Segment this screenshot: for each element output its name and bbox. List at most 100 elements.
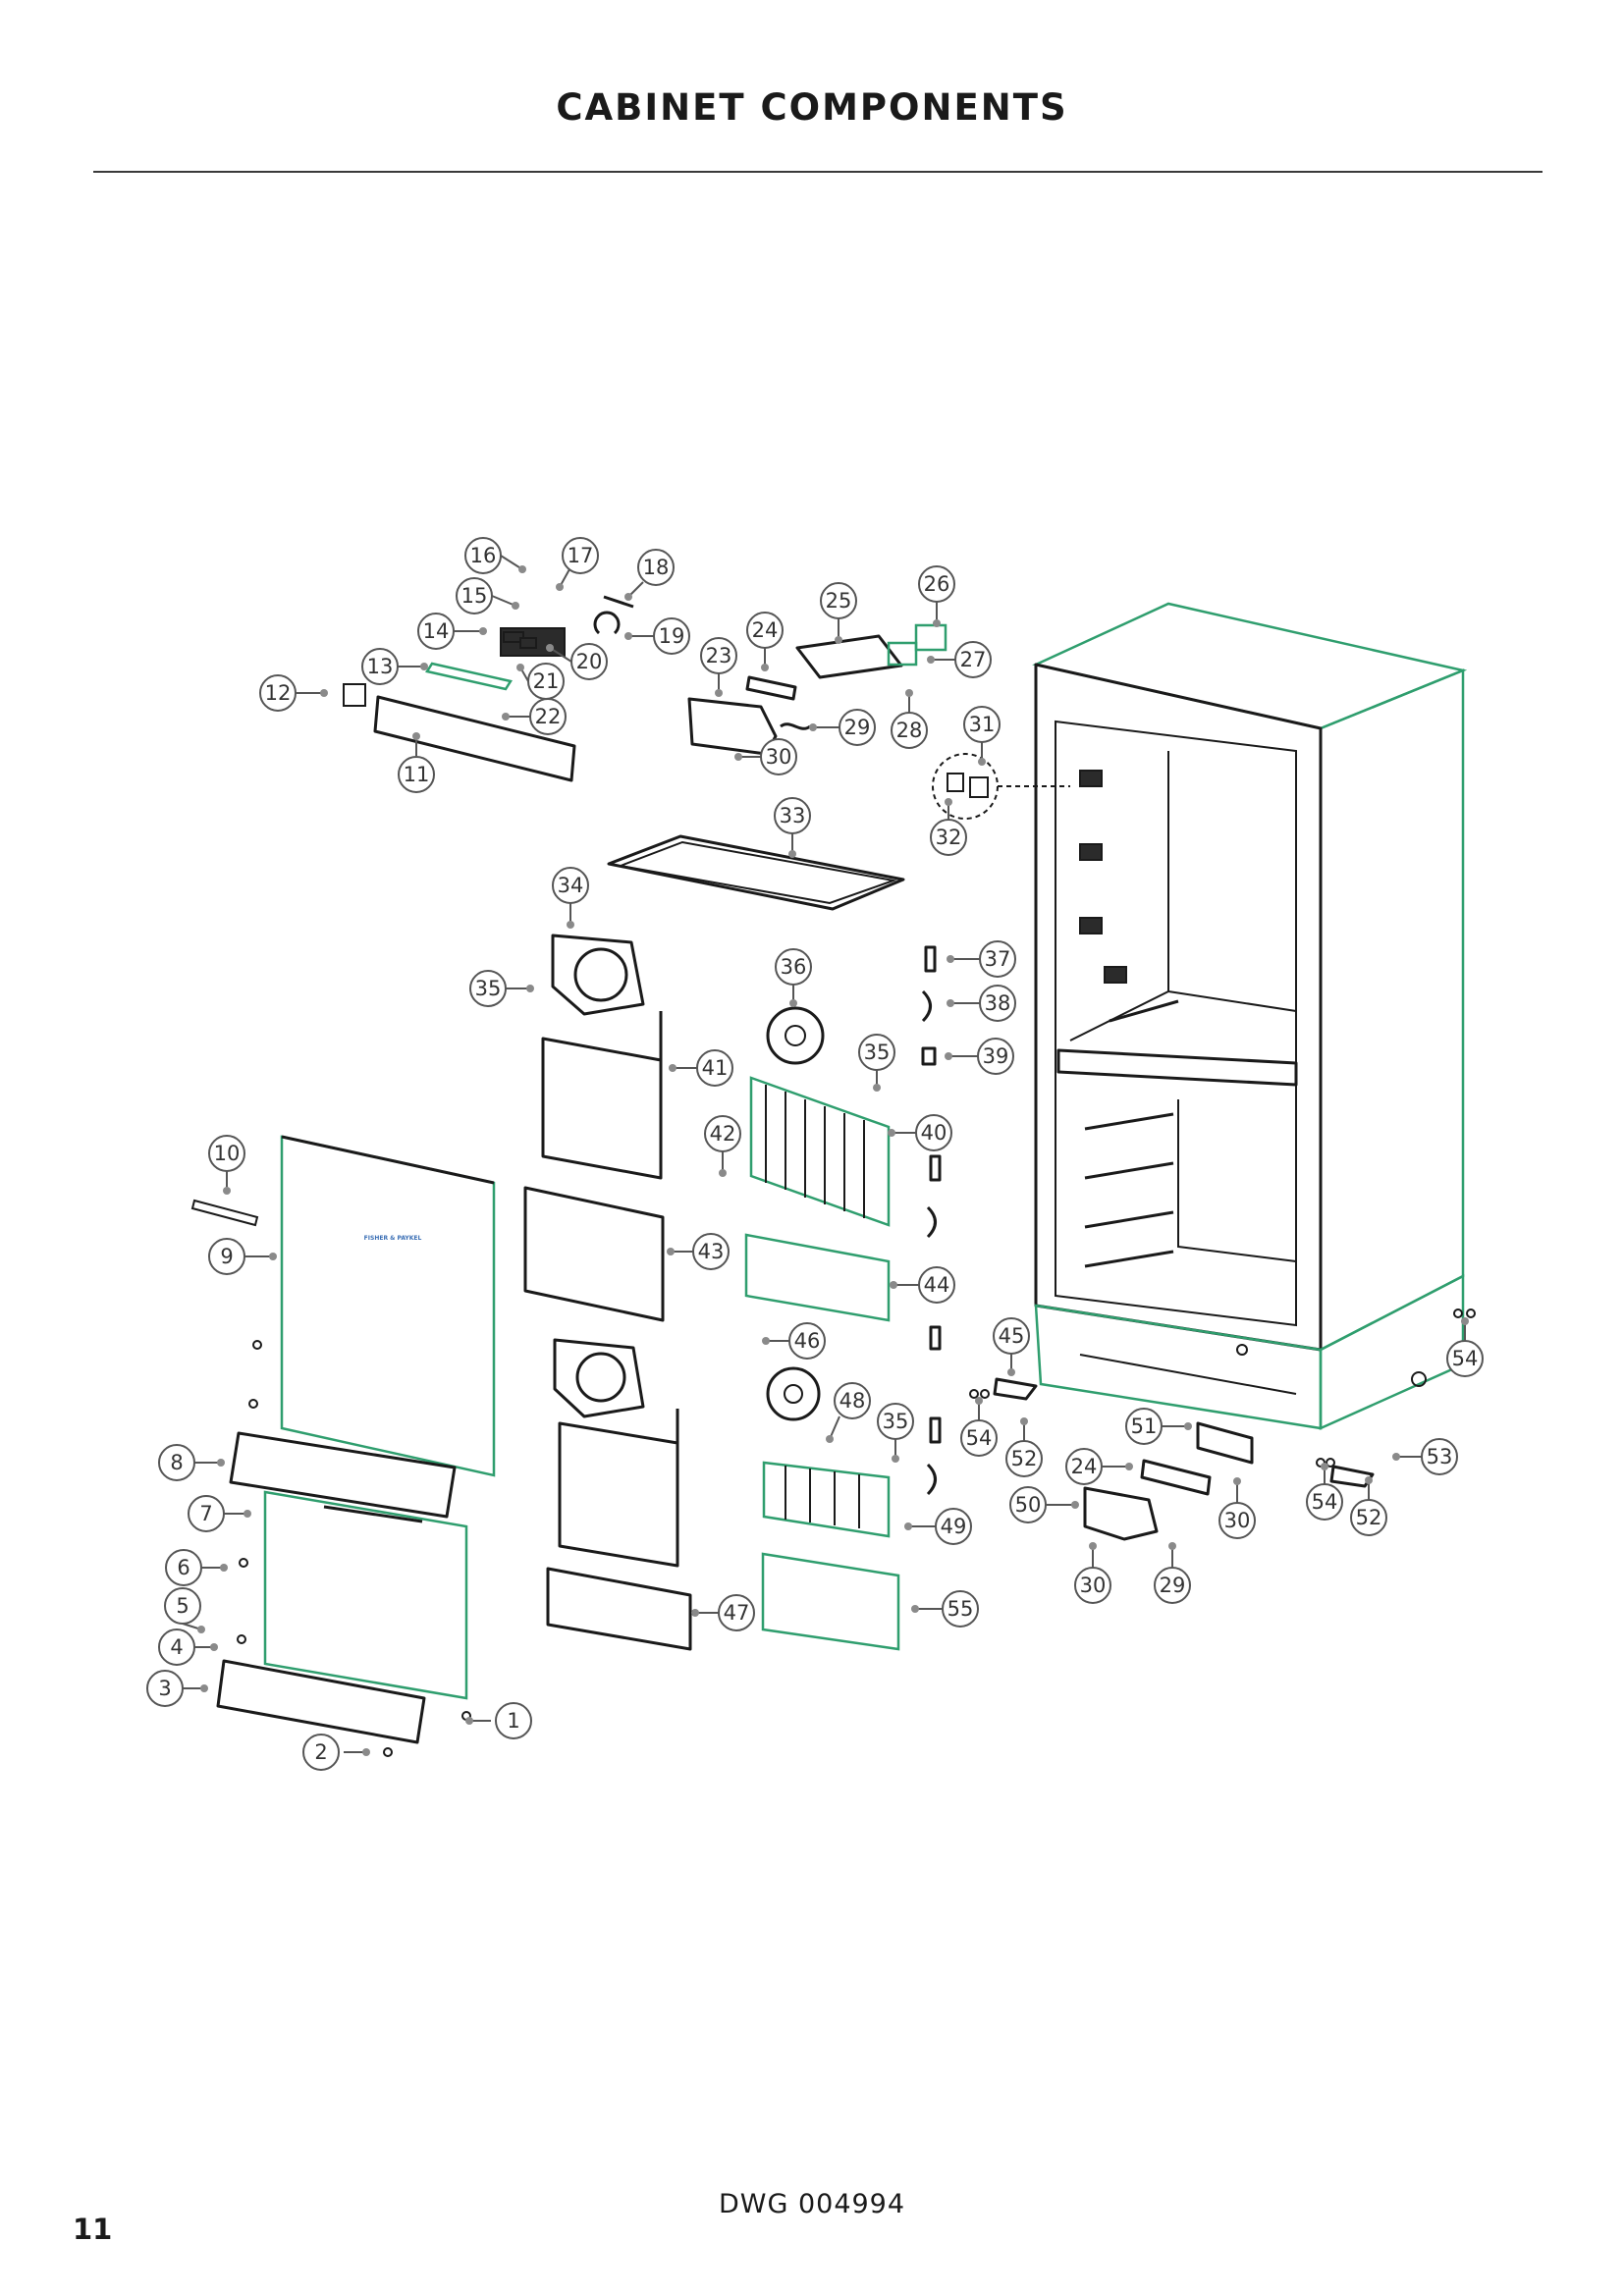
callout-38: 38 [947, 985, 1016, 1022]
svg-text:31: 31 [969, 713, 996, 736]
svg-text:7: 7 [199, 1502, 212, 1525]
fan-evaporator-group [523, 934, 900, 1651]
callout-labels: 1 2 3 4 5 6 7 8 9 10 11 12 13 14 15 16 1… [146, 537, 1484, 1771]
svg-text:25: 25 [826, 589, 852, 613]
svg-text:28: 28 [896, 719, 923, 742]
callout-29-upper: 29 [809, 709, 876, 746]
callout-1: 1 [465, 1702, 532, 1739]
svg-text:24: 24 [752, 618, 779, 642]
svg-text:35: 35 [883, 1410, 909, 1433]
svg-text:8: 8 [170, 1451, 183, 1474]
svg-text:34: 34 [558, 874, 584, 897]
svg-text:14: 14 [423, 619, 450, 643]
callout-28: 28 [891, 689, 928, 749]
callout-36: 36 [775, 948, 812, 1007]
callout-14: 14 [417, 613, 487, 650]
callout-30-upper: 30 [734, 738, 797, 775]
callout-8: 8 [158, 1444, 225, 1481]
callout-34: 34 [552, 867, 589, 929]
callout-54-right: 54 [1446, 1317, 1484, 1377]
svg-text:22: 22 [535, 705, 562, 728]
top-hinge-group [343, 595, 634, 782]
svg-text:18: 18 [643, 556, 670, 579]
svg-text:4: 4 [170, 1635, 183, 1659]
callout-35-upper-right: 35 [858, 1034, 895, 1092]
callout-24-lower: 24 [1065, 1448, 1133, 1485]
svg-text:39: 39 [983, 1044, 1009, 1068]
callout-16: 16 [464, 537, 526, 574]
svg-text:9: 9 [220, 1245, 233, 1268]
svg-text:55: 55 [947, 1597, 974, 1621]
svg-text:35: 35 [864, 1041, 891, 1064]
svg-text:17: 17 [568, 544, 594, 567]
svg-text:41: 41 [702, 1056, 729, 1080]
callout-20: 20 [546, 643, 608, 680]
svg-text:30: 30 [766, 745, 792, 769]
svg-text:12: 12 [265, 681, 292, 705]
small-hardware-group [921, 945, 1476, 1541]
callout-10: 10 [208, 1135, 245, 1195]
callout-41: 41 [669, 1049, 733, 1087]
callout-30-center: 30 [1218, 1477, 1256, 1539]
callout-15: 15 [456, 577, 519, 614]
svg-text:51: 51 [1131, 1415, 1158, 1438]
callout-12: 12 [259, 674, 328, 712]
callout-17: 17 [556, 537, 599, 591]
svg-text:46: 46 [794, 1329, 821, 1353]
door-panels: FISHER & PAYKEL [190, 1135, 496, 1757]
callout-25: 25 [820, 582, 857, 644]
callout-35-left: 35 [469, 970, 534, 1007]
callout-27: 27 [927, 641, 992, 678]
svg-text:35: 35 [475, 977, 502, 1000]
drawing-number: DWG 004994 [718, 2189, 906, 2219]
callout-46: 46 [762, 1322, 826, 1360]
callout-2: 2 [302, 1734, 370, 1771]
callout-33: 33 [774, 797, 811, 858]
callout-52-right: 52 [1350, 1476, 1387, 1536]
svg-text:32: 32 [936, 826, 962, 849]
callout-49: 49 [904, 1508, 972, 1545]
callout-42: 42 [704, 1115, 741, 1177]
svg-text:54: 54 [1312, 1490, 1338, 1514]
refrigerator-cabinet [1032, 602, 1468, 1430]
svg-text:52: 52 [1011, 1447, 1038, 1470]
callout-31: 31 [963, 706, 1001, 766]
title-divider [93, 171, 1543, 173]
callout-26: 26 [918, 565, 955, 627]
svg-text:36: 36 [781, 955, 807, 979]
svg-text:45: 45 [999, 1324, 1025, 1348]
svg-text:15: 15 [461, 584, 488, 608]
svg-text:27: 27 [960, 648, 987, 671]
callout-54-center: 54 [960, 1397, 998, 1457]
callout-45: 45 [993, 1317, 1030, 1376]
svg-text:23: 23 [706, 644, 732, 667]
callout-47: 47 [691, 1594, 755, 1631]
callout-40: 40 [888, 1114, 952, 1151]
callout-7: 7 [188, 1495, 251, 1532]
svg-text:54: 54 [966, 1426, 993, 1450]
callout-54-lower: 54 [1306, 1463, 1343, 1521]
callout-19: 19 [624, 617, 690, 655]
callout-24-upper: 24 [746, 612, 784, 671]
callout-43: 43 [667, 1233, 730, 1270]
svg-text:40: 40 [921, 1121, 947, 1145]
callout-3: 3 [146, 1670, 208, 1707]
callout-13: 13 [361, 648, 428, 685]
svg-text:50: 50 [1015, 1493, 1042, 1517]
callout-30-lower: 30 [1074, 1542, 1111, 1604]
svg-text:13: 13 [367, 655, 394, 678]
svg-text:37: 37 [985, 947, 1011, 971]
svg-text:21: 21 [533, 669, 560, 693]
svg-text:16: 16 [470, 544, 497, 567]
svg-text:11: 11 [404, 763, 430, 786]
panel-brand-text: FISHER & PAYKEL [364, 1235, 422, 1242]
svg-text:2: 2 [314, 1740, 327, 1764]
svg-text:19: 19 [659, 624, 685, 648]
callout-52-center: 52 [1005, 1417, 1043, 1477]
callout-18: 18 [624, 549, 675, 601]
svg-text:3: 3 [158, 1677, 171, 1700]
svg-text:29: 29 [844, 716, 871, 739]
callout-11: 11 [398, 732, 435, 793]
